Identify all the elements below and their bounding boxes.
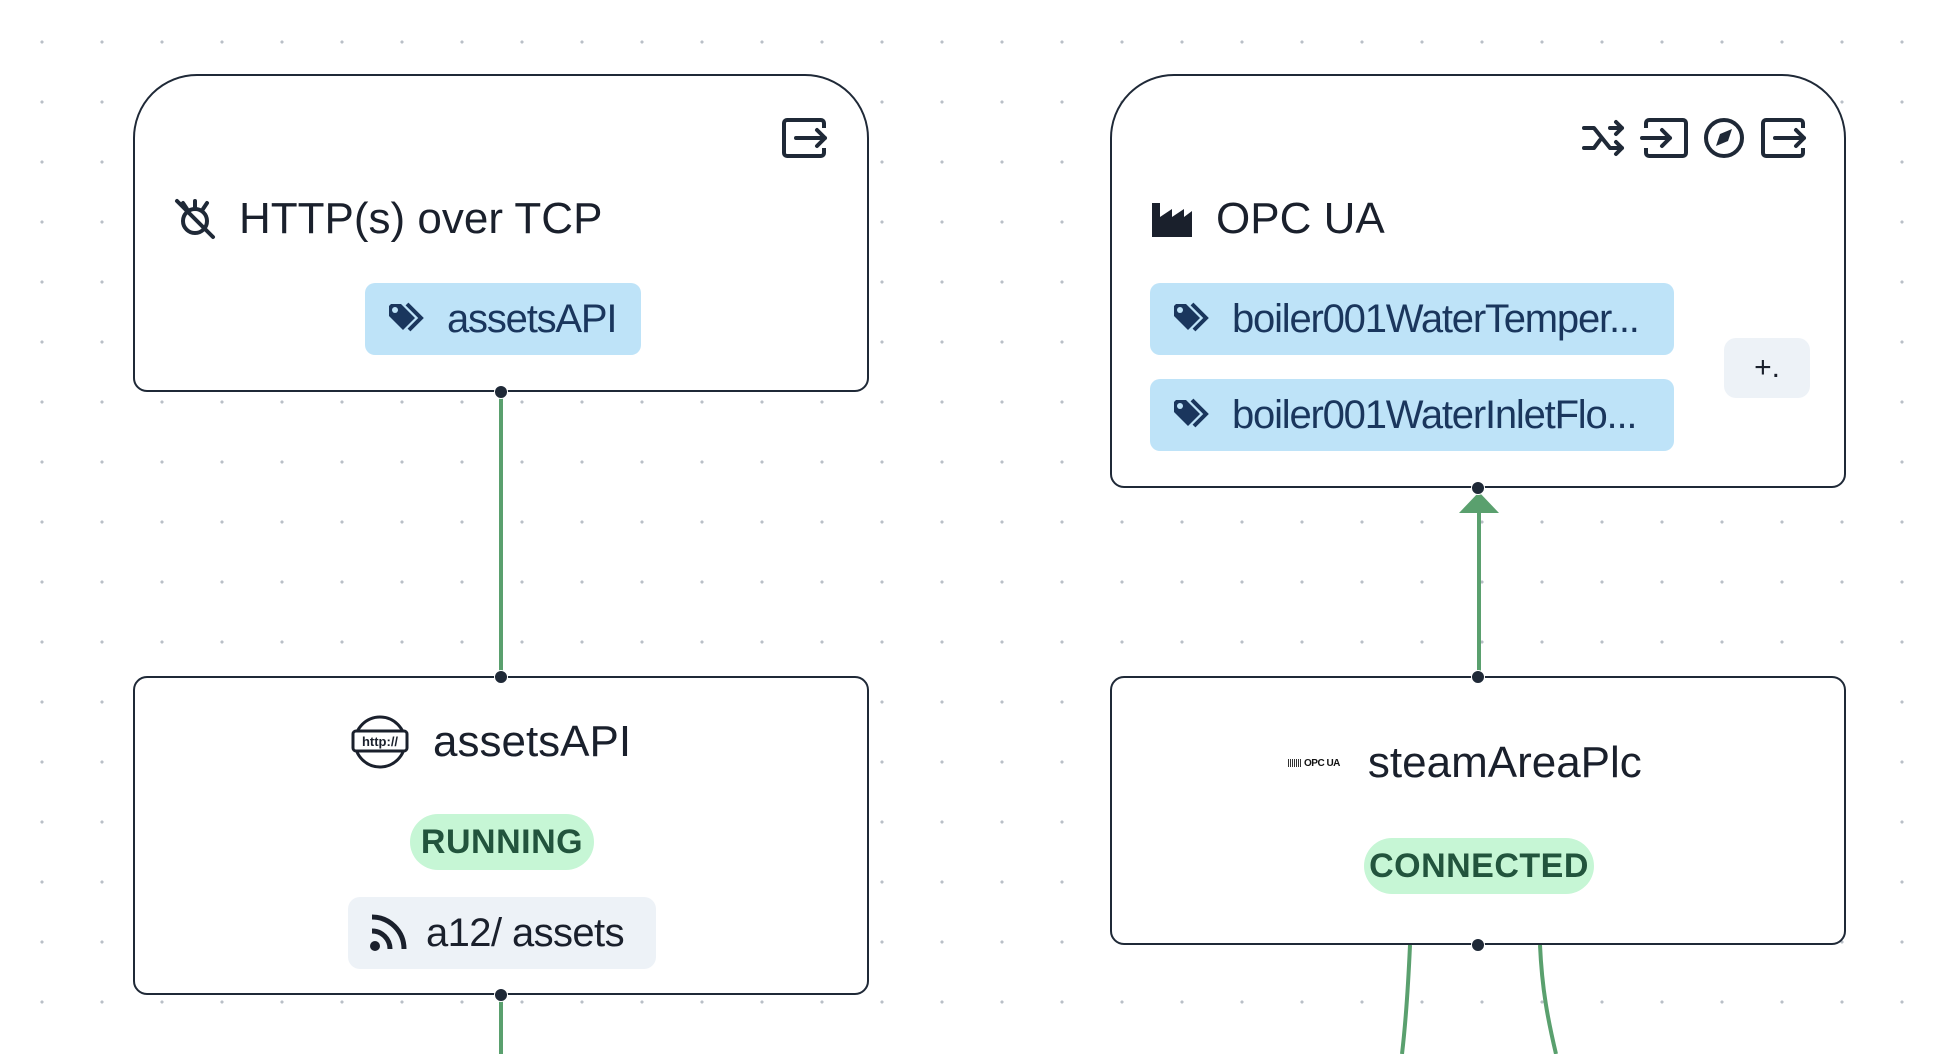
adapter-title: HTTP(s) over TCP [173, 194, 602, 244]
factory-icon [1150, 199, 1194, 239]
status-badge: CONNECTED [1364, 838, 1594, 894]
adapter-node-http[interactable]: HTTP(s) over TCP assetsAPI [133, 74, 869, 399]
tag-chip[interactable]: boiler001WaterInletFlo... [1150, 379, 1674, 451]
opcua-logo-icon: OPC UA [1288, 758, 1340, 769]
receive-icon[interactable] [1640, 116, 1690, 160]
topic-chip[interactable]: a12/ assets [348, 897, 656, 969]
topic-label: a12/ assets [426, 910, 625, 955]
device-title: http:// assetsAPI [349, 714, 631, 770]
output-handle[interactable] [1471, 938, 1485, 952]
send-icon[interactable] [781, 116, 831, 160]
tag-chip[interactable]: boiler001WaterTemper... [1150, 283, 1674, 355]
edge-plc-out-2[interactable] [1538, 944, 1558, 1054]
device-title-text: steamAreaPlc [1367, 738, 1642, 787]
device-title: OPC UA steamAreaPlc [1288, 738, 1642, 788]
send-icon[interactable] [1760, 116, 1810, 160]
tag-label: assetsAPI [447, 296, 617, 341]
output-handle[interactable] [494, 385, 508, 399]
adapter-title-text: OPC UA [1216, 194, 1385, 243]
navigation-icon[interactable] [1702, 116, 1748, 160]
tag-icon [1172, 302, 1210, 336]
input-handle[interactable] [494, 670, 508, 684]
status-badge: RUNNING [410, 814, 594, 870]
tag-label: boiler001WaterTemper... [1232, 296, 1640, 341]
tag-label: boiler001WaterInletFlo... [1232, 392, 1637, 437]
device-title-text: assetsAPI [433, 717, 632, 766]
merge-icon[interactable] [1582, 116, 1628, 160]
input-handle[interactable] [1471, 481, 1485, 495]
opcua-logo-text: OPC UA [1304, 757, 1340, 769]
rss-icon [368, 913, 408, 953]
no-network-icon [173, 197, 217, 241]
edge-arrowhead [1459, 492, 1499, 513]
input-handle[interactable] [1471, 670, 1485, 684]
http-icon: http:// [349, 714, 411, 770]
tag-icon [1172, 398, 1210, 432]
tag-chip[interactable]: assetsAPI [365, 283, 641, 355]
tag-icon [387, 302, 425, 336]
edge-plc-out-1[interactable] [1400, 944, 1412, 1054]
output-handle[interactable] [494, 988, 508, 1002]
device-node-steamareaplc[interactable]: OPC UA steamAreaPlc CONNECTED [1110, 670, 1846, 952]
svg-text:http://: http:// [362, 734, 398, 749]
adapter-node-opcua[interactable]: OPC UA boiler001WaterTemper... boiler001… [1110, 74, 1846, 495]
device-node-assetsapi[interactable]: http:// assetsAPI RUNNING a12/ assets [133, 670, 869, 1002]
adapter-title-text: HTTP(s) over TCP [239, 194, 603, 243]
more-tags-button[interactable]: +. [1724, 338, 1810, 398]
adapter-title: OPC UA [1150, 194, 1385, 244]
